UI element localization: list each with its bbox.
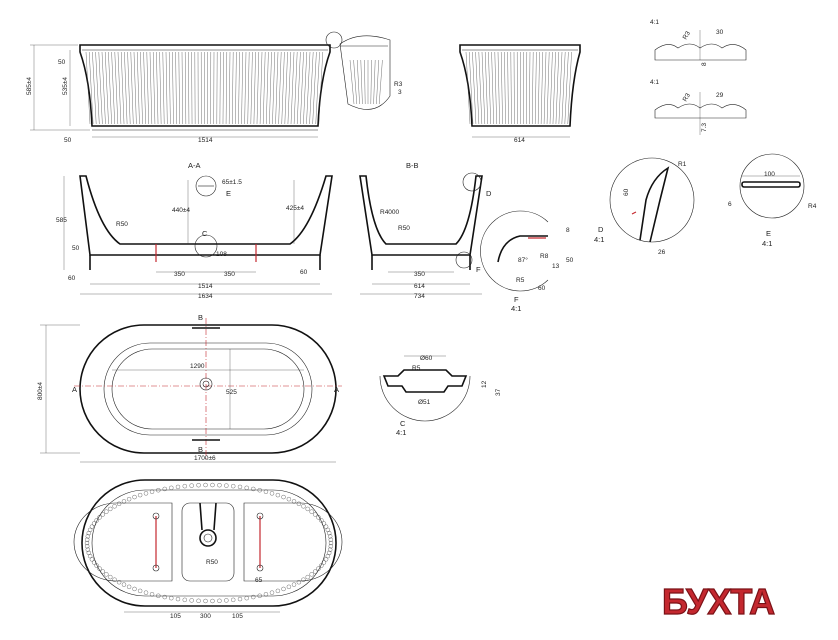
svg-text:4:1: 4:1 <box>396 428 406 437</box>
svg-text:1290: 1290 <box>190 363 205 370</box>
svg-text:C: C <box>202 229 208 238</box>
svg-text:440±4: 440±4 <box>172 207 190 214</box>
svg-text:Ø51: Ø51 <box>418 399 431 406</box>
fluting-front <box>85 51 323 125</box>
svg-text:4:1: 4:1 <box>650 19 659 26</box>
svg-text:R8: R8 <box>540 253 549 260</box>
svg-text:12: 12 <box>481 380 488 388</box>
svg-text:300: 300 <box>200 613 211 620</box>
svg-text:R4000: R4000 <box>380 209 400 216</box>
svg-text:50: 50 <box>72 245 80 252</box>
svg-text:105: 105 <box>232 613 243 620</box>
side-elevation: 614 <box>459 44 581 144</box>
svg-text:60: 60 <box>538 285 546 292</box>
height-body-dim: 535±4 <box>62 77 69 95</box>
svg-text:F: F <box>476 265 481 274</box>
detail-r3: R3 <box>394 81 403 88</box>
plan-b-bottom: B <box>198 445 203 454</box>
svg-text:8: 8 <box>701 62 708 66</box>
svg-text:7.3: 7.3 <box>701 123 708 132</box>
svg-text:350: 350 <box>174 271 185 278</box>
detail-d: R1 60 26 D 4:1 <box>594 157 695 256</box>
svg-text:D: D <box>598 225 604 234</box>
svg-text:614: 614 <box>414 283 425 290</box>
svg-text:8: 8 <box>566 227 570 234</box>
svg-text:29: 29 <box>716 92 724 99</box>
svg-text:4:1: 4:1 <box>511 304 521 313</box>
svg-text:60: 60 <box>623 188 630 196</box>
front-length-dim: 1514 <box>198 137 213 144</box>
svg-text:6: 6 <box>728 201 732 208</box>
bead-ring <box>84 482 334 604</box>
brand-logo: БУХТА <box>661 580 776 622</box>
svg-text:425±4: 425±4 <box>286 205 304 212</box>
svg-text:30: 30 <box>716 29 724 36</box>
detail-e: 100 6 R4 E 4:1 <box>728 153 817 248</box>
svg-text:65: 65 <box>255 577 263 584</box>
svg-text:F: F <box>514 295 519 304</box>
wave-detail-2: 4:1 29 R3 7.3 <box>650 79 747 135</box>
detail-w3: 3 <box>398 89 402 96</box>
plan-a-left: A <box>72 385 77 394</box>
section-bb: B-B D R4000 R50 F 350 614 734 <box>359 161 492 300</box>
section-aa: A-A 65±1.5 E C 440±4 425±4 585 R50 50 10… <box>56 161 333 300</box>
svg-text:R50: R50 <box>398 225 410 232</box>
detail-f: 8 87° R8 13 50 R5 60 F 4:1 <box>480 210 574 313</box>
svg-text:4:1: 4:1 <box>762 239 772 248</box>
detail-c: Ø60 R5 12 37 Ø51 C 4:1 <box>379 355 502 437</box>
svg-text:800±4: 800±4 <box>37 382 44 400</box>
svg-text:13: 13 <box>552 263 560 270</box>
plan-view: B B A A 1290 525 800±4 1700±6 <box>37 313 342 463</box>
brand-name: БУХТА <box>662 581 775 622</box>
svg-text:734: 734 <box>414 293 425 300</box>
svg-text:65±1.5: 65±1.5 <box>222 179 242 186</box>
bottom-view: R50 65 105 300 105 <box>73 479 343 620</box>
svg-text:26: 26 <box>658 249 666 256</box>
svg-text:4:1: 4:1 <box>650 79 659 86</box>
svg-text:60: 60 <box>68 275 76 282</box>
front-elevation: 585±4 535±4 50 50 1514 R3 3 <box>26 31 403 144</box>
svg-text:585: 585 <box>56 217 67 224</box>
svg-text:R5: R5 <box>516 277 525 284</box>
fluting-side <box>465 51 572 125</box>
plan-b-top: B <box>198 313 203 322</box>
plan-a-right: A <box>334 385 339 394</box>
svg-text:37: 37 <box>495 388 502 396</box>
svg-text:R3: R3 <box>682 30 692 41</box>
svg-text:60: 60 <box>300 269 308 276</box>
svg-text:1700±6: 1700±6 <box>194 455 216 462</box>
svg-text:350: 350 <box>414 271 425 278</box>
svg-text:R4: R4 <box>808 203 817 210</box>
svg-text:R1: R1 <box>678 161 687 168</box>
svg-text:R5: R5 <box>412 365 421 372</box>
svg-text:R50: R50 <box>206 559 218 566</box>
section-bb-title: B-B <box>406 161 419 170</box>
svg-text:R50: R50 <box>116 221 128 228</box>
svg-text:1634: 1634 <box>198 293 213 300</box>
svg-text:E: E <box>766 229 771 238</box>
svg-text:C: C <box>400 419 406 428</box>
svg-text:108: 108 <box>216 251 227 258</box>
svg-text:D: D <box>486 189 492 198</box>
svg-text:4:1: 4:1 <box>594 235 604 244</box>
svg-text:87°: 87° <box>518 256 528 264</box>
svg-text:E: E <box>226 189 231 198</box>
svg-text:Ø60: Ø60 <box>420 355 433 362</box>
svg-text:1514: 1514 <box>198 283 213 290</box>
svg-text:50: 50 <box>566 257 574 264</box>
svg-text:525: 525 <box>226 389 237 396</box>
top-rim-dim: 50 <box>58 59 66 66</box>
fluting-detail <box>349 59 383 105</box>
svg-text:100: 100 <box>764 171 775 178</box>
svg-text:350: 350 <box>224 271 235 278</box>
svg-text:105: 105 <box>170 613 181 620</box>
side-length-dim: 614 <box>514 137 525 144</box>
wave-detail-1: 4:1 30 R3 8 <box>650 19 747 66</box>
height-total-dim: 585±4 <box>26 77 33 95</box>
bottom-dim: 50 <box>64 137 72 144</box>
section-aa-title: A-A <box>188 161 201 170</box>
svg-text:R3: R3 <box>682 92 692 103</box>
